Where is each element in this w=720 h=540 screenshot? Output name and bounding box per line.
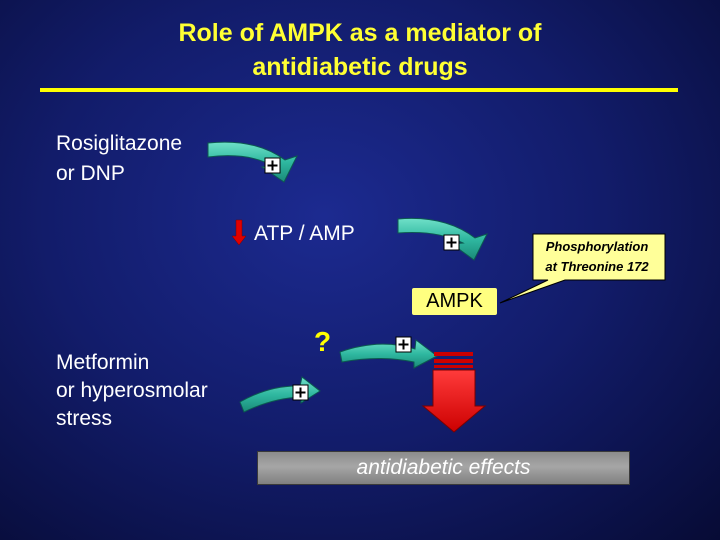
stress-label: stress — [56, 407, 113, 430]
callout-bubble — [499, 233, 666, 304]
callout-line-1: Phosphorylation — [545, 239, 649, 254]
hyperosmolar-label: or hyperosmolar — [56, 379, 208, 402]
plus-icon — [264, 157, 281, 174]
ampk-box — [412, 288, 497, 315]
slide-title-line-2: antidiabetic drugs — [252, 53, 468, 81]
antidiabetic-effects-box — [257, 451, 630, 485]
slide-title-line-1: Role of AMPK as a mediator of — [178, 19, 542, 47]
antidiabetic-effects-label: antidiabetic effects — [356, 456, 531, 479]
title-underline — [40, 88, 678, 92]
rosiglitazone-label: Rosiglitazone — [56, 132, 183, 155]
metformin-label: Metformin — [56, 351, 150, 374]
curved-arrow-atp — [397, 217, 488, 261]
curved-arrow-ampk-effects — [339, 339, 438, 369]
plus-icon — [292, 384, 309, 401]
inhibition-bars — [434, 352, 473, 368]
callout-line-2: at Threonine 172 — [545, 259, 649, 274]
curved-arrow-metformin — [239, 376, 321, 413]
atp-amp-label: ATP / AMP — [254, 222, 355, 245]
curved-arrow-rosiglitazone — [207, 141, 298, 183]
question-mark: ? — [314, 326, 332, 357]
callout-text: Phosphorylation at Threonine 172 — [529, 237, 665, 277]
big-down-arrow — [421, 369, 487, 433]
plus-icon — [443, 234, 460, 251]
decrease-arrow-icon — [231, 219, 247, 246]
ampk-label: AMPK — [426, 290, 483, 312]
dnp-label: or DNP — [56, 162, 125, 185]
plus-icon — [395, 336, 412, 353]
